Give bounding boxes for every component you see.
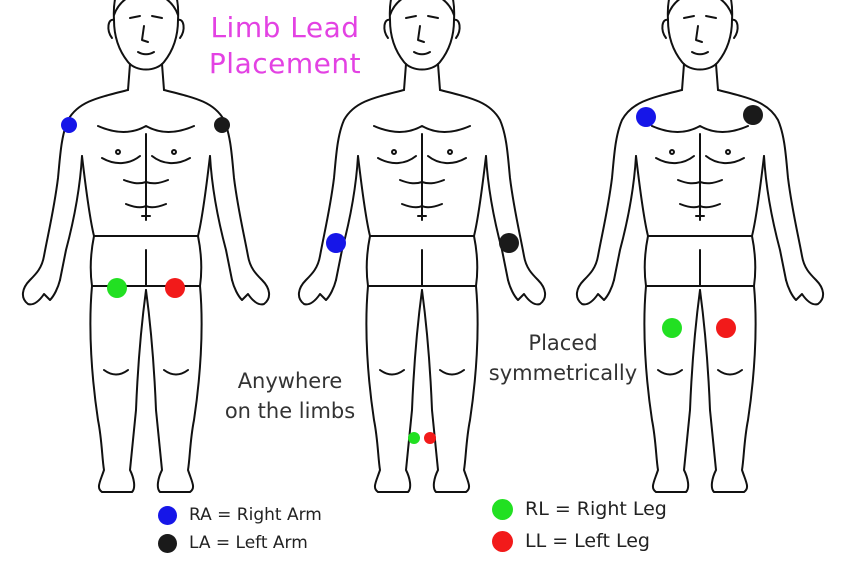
legend-rl-label: RL = Right Leg xyxy=(525,498,667,520)
title-line-2: Placement xyxy=(208,47,362,80)
legend-la-label: LA = Left Arm xyxy=(189,533,308,553)
legend-ll-label: LL = Left Leg xyxy=(525,530,650,552)
legend-la-swatch xyxy=(158,533,177,553)
note-symmetric: Placed symmetrically xyxy=(468,328,658,388)
electrode-rl-thigh xyxy=(107,278,127,298)
figure-symmetric xyxy=(575,0,825,493)
electrode-ra-wrist xyxy=(326,233,346,253)
note-anywhere: Anywhere on the limbs xyxy=(195,366,385,426)
electrode-ll-thigh xyxy=(165,278,185,298)
legend-ra-swatch xyxy=(158,505,177,525)
legend-ra: RA = Right Arm xyxy=(158,505,322,525)
electrode-la-chest xyxy=(743,105,763,125)
diagram-title: Limb Lead Placement xyxy=(190,10,380,82)
title-line-1: Limb Lead xyxy=(210,11,360,44)
legend-ll-swatch xyxy=(492,530,513,552)
note-anywhere-line-1: Anywhere xyxy=(237,369,343,393)
electrode-ll-knee xyxy=(716,318,736,338)
legend-ra-label: RA = Right Arm xyxy=(189,505,322,525)
note-symmetric-line-1: Placed xyxy=(528,331,598,355)
legend-ll: LL = Left Leg xyxy=(492,530,650,552)
electrode-la-wrist xyxy=(499,233,519,253)
legend-rl-swatch xyxy=(492,498,513,520)
electrode-rl-knee xyxy=(662,318,682,338)
electrode-ra-shoulder xyxy=(61,117,77,133)
electrode-la-shoulder xyxy=(214,117,230,133)
electrode-ra-chest xyxy=(636,107,656,127)
legend-la: LA = Left Arm xyxy=(158,533,308,553)
electrode-rl-ankle xyxy=(408,432,420,444)
note-symmetric-line-2: symmetrically xyxy=(488,361,638,385)
note-anywhere-line-2: on the limbs xyxy=(224,399,356,423)
legend-rl: RL = Right Leg xyxy=(492,498,667,520)
electrode-ll-ankle xyxy=(424,432,436,444)
